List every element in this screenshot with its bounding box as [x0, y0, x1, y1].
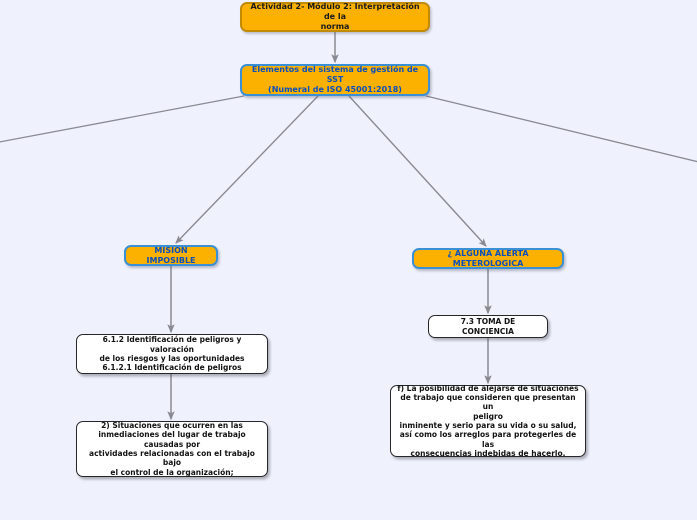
node-root[interactable]: Actividad 2- Módulo 2: Interpretación de…: [240, 2, 430, 32]
node-root-label: Actividad 2- Módulo 2: Interpretación de…: [250, 2, 420, 31]
edge-elementos-to-offscreen-right: [425, 95, 697, 163]
edge-elementos-to-alerta: [348, 95, 487, 247]
node-mision-label: MISION IMPOSIBLE: [146, 245, 196, 265]
edge-elementos-to-offscreen-left: [0, 95, 245, 143]
node-situaciones-label: 2) Situaciones que ocurren en las inmedi…: [89, 420, 255, 477]
node-identificacion-label: 6.1.2 Identificación de peligros y valor…: [99, 335, 245, 373]
node-alerta-label: ¿ ALGUNA ALERTA METEROLOGICA: [447, 248, 529, 268]
node-mision-imposible[interactable]: MISION IMPOSIBLE: [124, 245, 218, 266]
node-elementos-label: Elementos del sistema de gestión de SST …: [251, 65, 419, 94]
node-toma-de-conciencia[interactable]: 7.3 TOMA DE CONCIENCIA: [428, 315, 548, 338]
node-situaciones-inmediaciones[interactable]: 2) Situaciones que ocurren en las inmedi…: [76, 421, 268, 477]
node-posibilidad-label: f) La posibilidad de alejarse de situaci…: [397, 383, 579, 459]
node-alerta-meterologica[interactable]: ¿ ALGUNA ALERTA METEROLOGICA: [412, 248, 564, 269]
node-elementos-sistema-gestion[interactable]: Elementos del sistema de gestión de SST …: [240, 64, 430, 96]
node-posibilidad-alejarse[interactable]: f) La posibilidad de alejarse de situaci…: [390, 383, 586, 459]
node-identificacion-peligros[interactable]: 6.1.2 Identificación de peligros y valor…: [76, 334, 268, 374]
edge-elementos-to-mision: [175, 95, 319, 244]
node-toma-label: 7.3 TOMA DE CONCIENCIA: [460, 317, 516, 336]
